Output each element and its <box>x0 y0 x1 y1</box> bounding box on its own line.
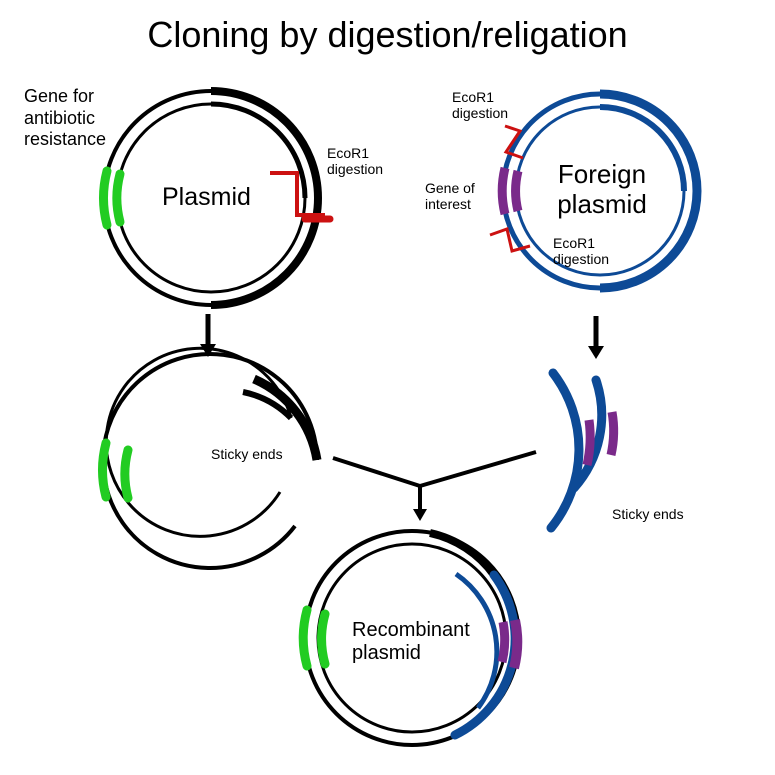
label-recombinant-plasmid: Recombinant plasmid <box>352 619 470 664</box>
ecor1-cut-bottom <box>489 227 531 253</box>
foreign-plasmid <box>489 89 702 293</box>
recombinant-plasmid <box>298 529 523 747</box>
ecor1-cut-right <box>270 171 325 217</box>
label-plasmid: Plasmid <box>162 183 251 211</box>
plasmid-linearized <box>98 346 322 570</box>
label-antibiotic-gene: Gene for antibiotic resistance <box>24 86 107 150</box>
antibiotic-gene-outer <box>99 166 112 230</box>
label-ecor1-digestion-bottom: EcoR1 digestion <box>553 235 610 268</box>
ligation-arrow <box>332 450 537 521</box>
foreign-fragment <box>546 368 619 533</box>
diagram-title: Cloning by digestion/religation <box>147 14 628 55</box>
label-foreign-plasmid: Foreign plasmid <box>557 159 647 219</box>
ecor1-cut-top <box>503 124 524 160</box>
gene-of-interest-inner <box>511 169 523 213</box>
gene-of-interest-outer <box>497 166 510 216</box>
label-ecor1-digestion-plasmid: EcoR1 digestion <box>327 145 384 178</box>
label-sticky-ends-plasmid: Sticky ends <box>211 446 283 462</box>
arrow-right-down <box>588 316 604 359</box>
antibiotic-gene-inner <box>112 169 125 227</box>
label-gene-of-interest: Gene of interest <box>425 180 475 213</box>
plasmid-original <box>99 87 334 309</box>
label-sticky-ends-fragment: Sticky ends <box>612 506 684 522</box>
label-ecor1-digestion-top: EcoR1 digestion <box>452 89 509 122</box>
